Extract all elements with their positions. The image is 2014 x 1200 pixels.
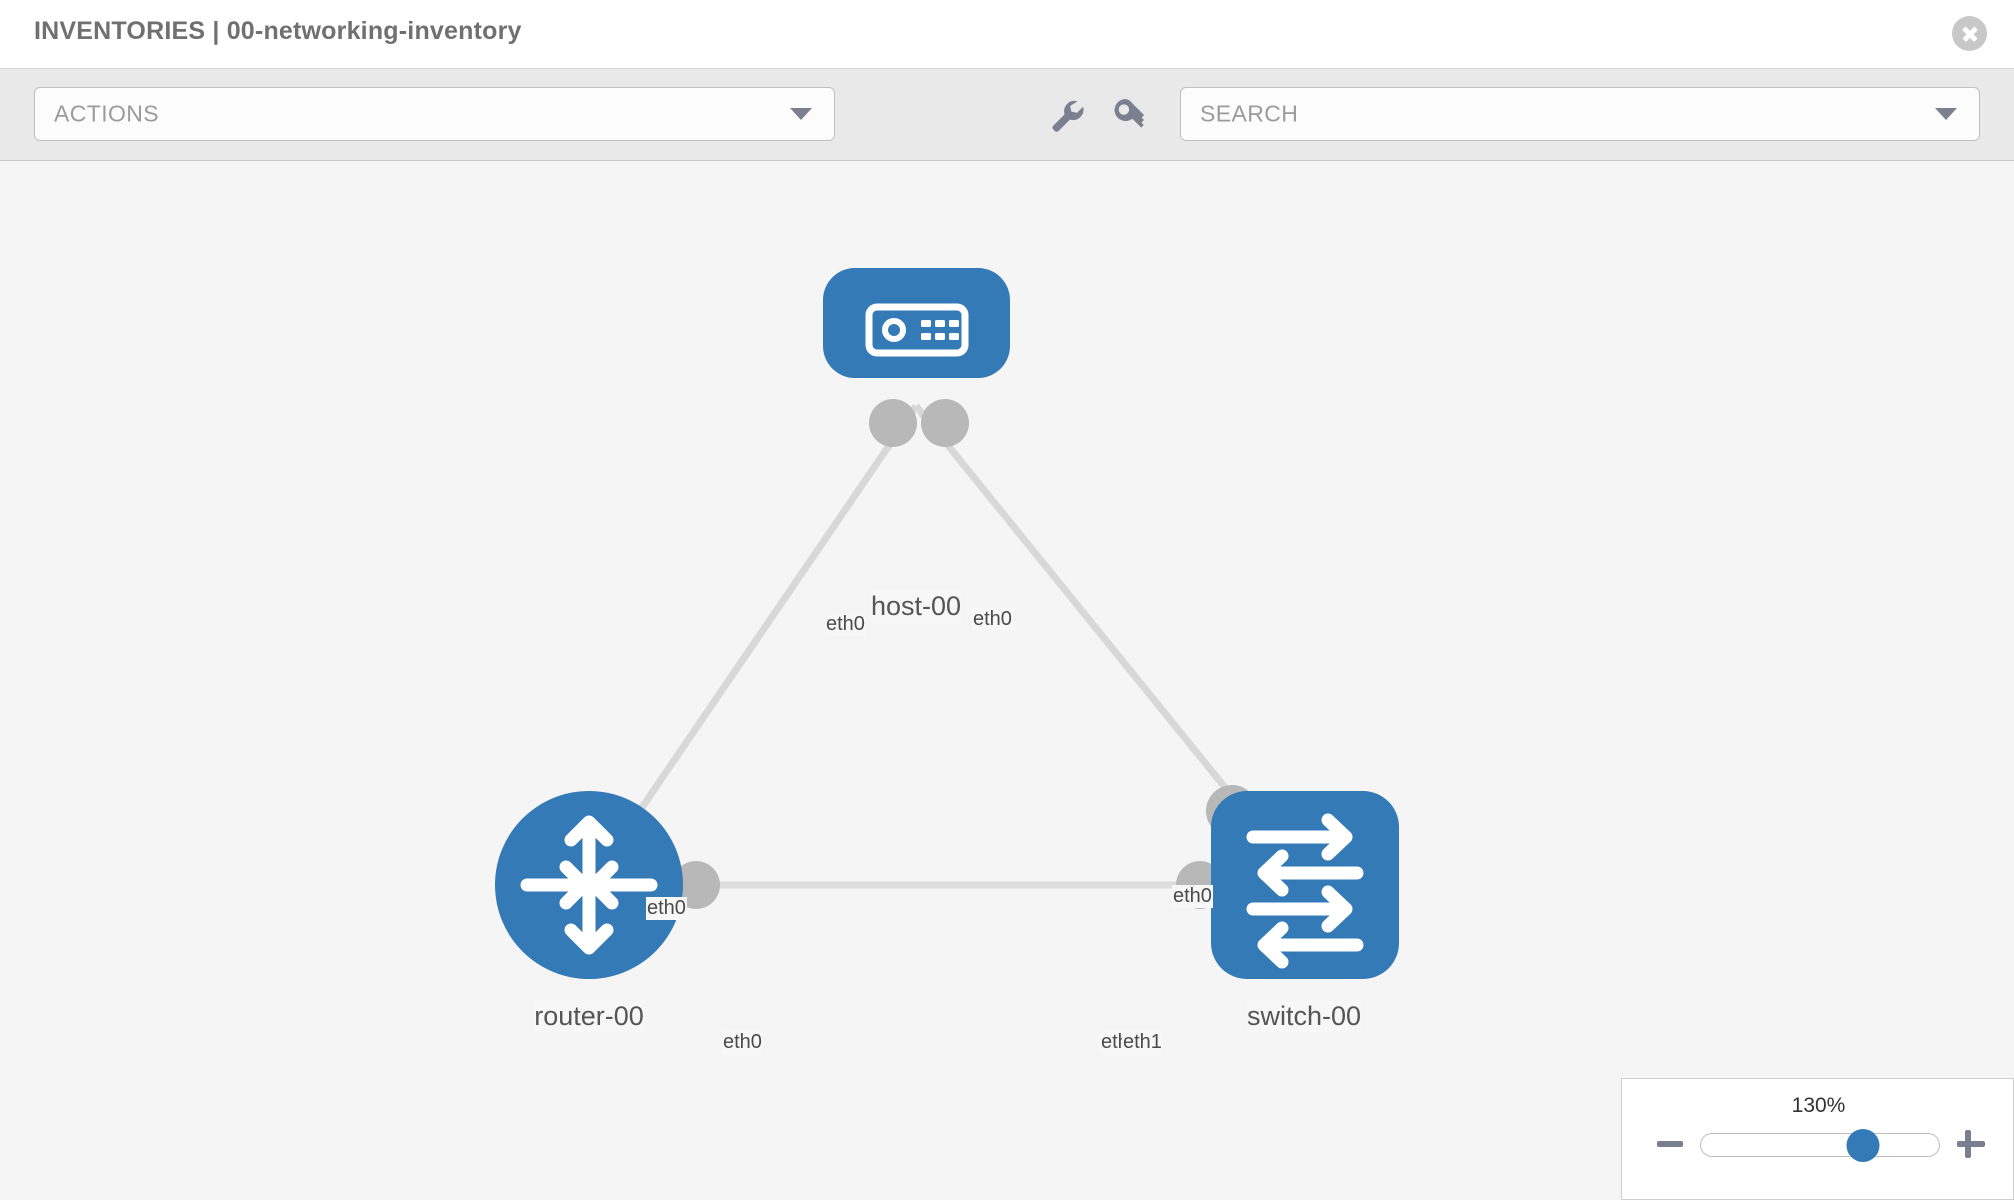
edge-host-router[interactable] [586,404,919,887]
iface-label-switch-to-host: eth0 [1172,885,1213,908]
iface-label-host-to-router: eth0 [825,613,866,636]
actions-dropdown[interactable]: ACTIONS [34,87,835,141]
page-header: INVENTORIES | 00-networking-inventory [0,0,2014,69]
chevron-down-icon[interactable] [1935,108,1957,120]
tool-icon-group [1040,87,1180,141]
iface-label-switch-to-router-eth1: eth1 [1122,1031,1163,1054]
node-router-00[interactable] [495,791,683,979]
wrench-icon[interactable] [1046,95,1086,135]
connector-layer [672,399,1258,909]
connector-host-left [869,399,917,447]
zoom-level-label: 130% [1791,1094,1846,1117]
topology-graph [495,268,1399,979]
minus-icon[interactable] [1654,1127,1688,1161]
toolbar: ACTIONS SEARCH [0,69,2014,161]
node-host-00-shape[interactable] [823,268,1010,378]
zoom-slider-thumb[interactable] [1846,1129,1880,1162]
plus-icon[interactable] [1954,1127,1988,1161]
zoom-control-panel: 130% [1621,1078,2014,1200]
router-arrows-icon [520,815,658,955]
zoom-slider-track[interactable] [1700,1129,1940,1162]
page-title: INVENTORIES | 00-networking-inventory [34,17,522,45]
connector-host-right [921,399,969,447]
iface-label-router-to-switch: eth0 [722,1031,763,1054]
search-placeholder: SEARCH [1200,100,1299,127]
node-label-router-00: router-00 [534,1001,644,1032]
node-host-00[interactable] [823,268,1010,378]
iface-label-router-to-host: eth0 [646,897,687,920]
topology-canvas[interactable]: host-00 router-00 switch-00 eth0 eth0 et… [0,161,2014,1200]
search-input[interactable]: SEARCH [1180,87,1980,141]
iface-label-host-to-switch: eth0 [972,608,1013,631]
node-switch-00[interactable] [1211,791,1399,979]
actions-dropdown-label: ACTIONS [54,100,160,127]
close-icon[interactable] [1952,16,1987,51]
edge-layer [586,403,1307,889]
key-icon[interactable] [1110,95,1150,135]
node-label-host-00: host-00 [870,591,962,622]
node-label-switch-00: switch-00 [1246,1001,1362,1032]
server-appliance-icon [865,303,969,357]
switch-arrows-icon [1246,813,1364,969]
chevron-down-icon [790,108,812,120]
